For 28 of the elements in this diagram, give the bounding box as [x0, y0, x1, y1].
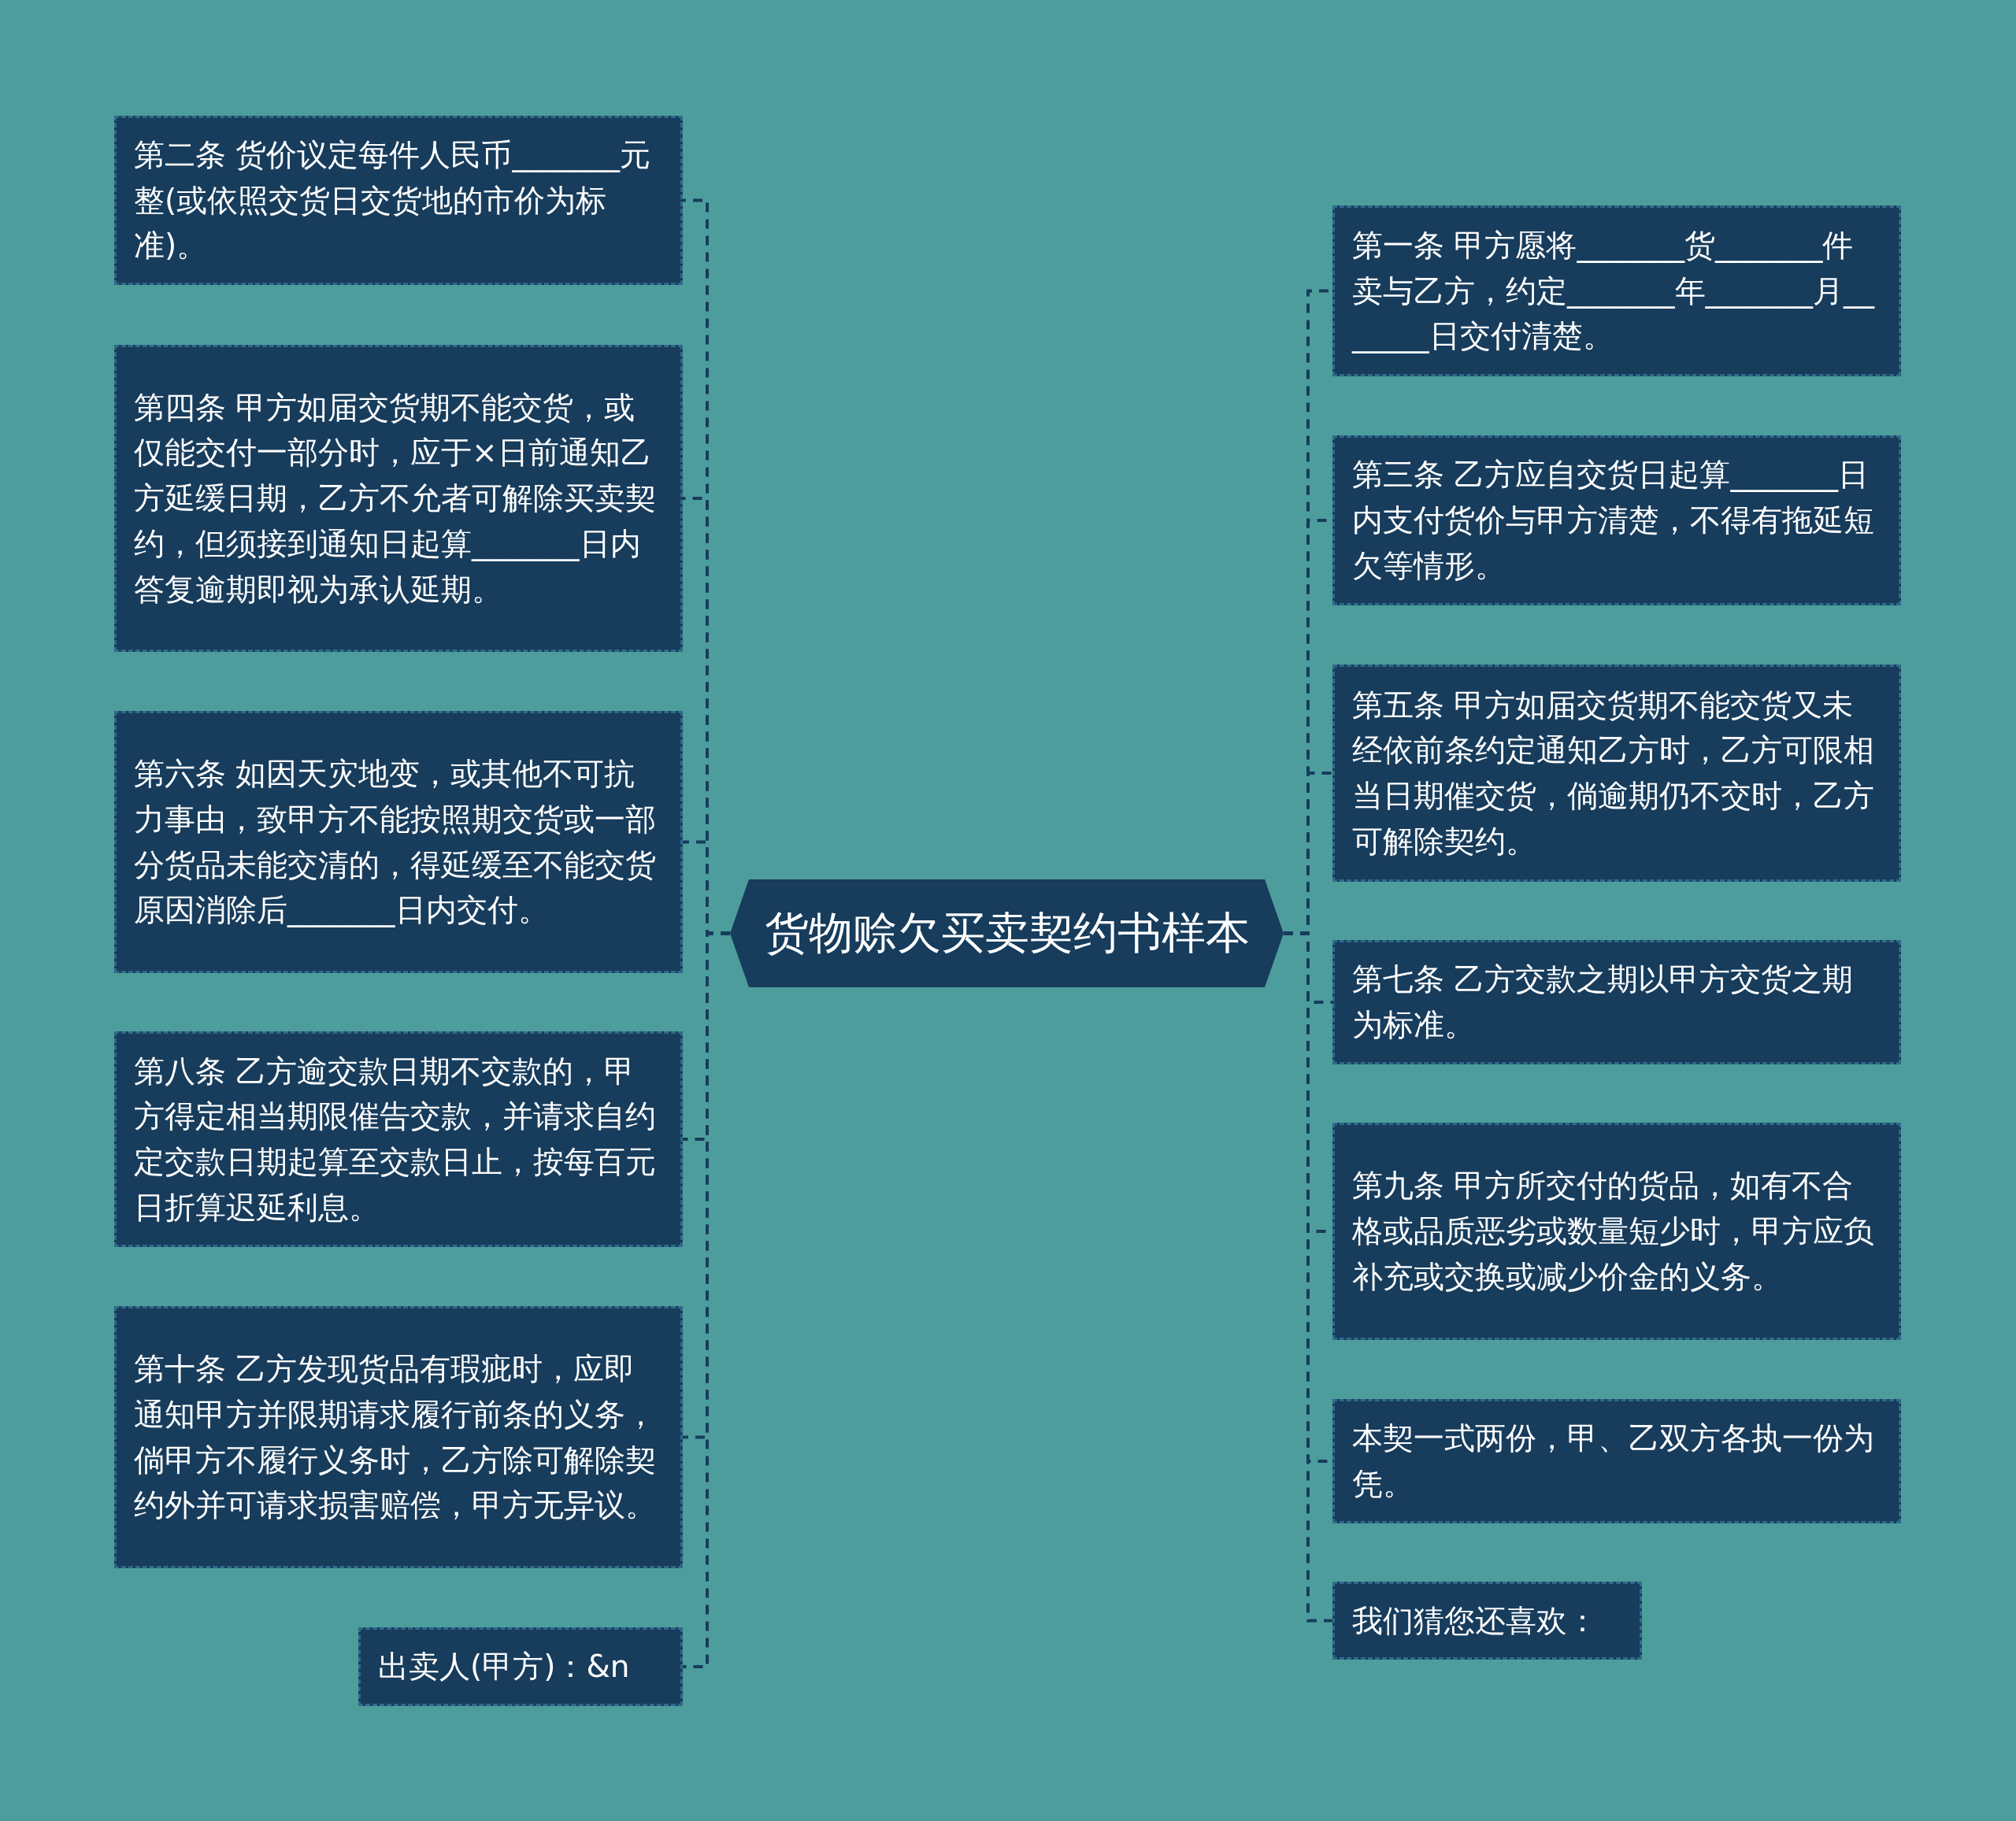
card-text: 第十条 乙方发现货品有瑕疵时，应即通知甲方并限期请求履行前条的义务，倘甲方不履行义务时，乙方除可解除契约外并可请求损害赔偿，甲方无异议。: [134, 1350, 657, 1525]
text-card: [1332, 1399, 1901, 1523]
card-text: 第二条 货价议定每件人民币_______元整(或依照交货日交货地的市价为标准)。: [134, 135, 651, 265]
text-card: [1332, 664, 1901, 882]
text-card: [1332, 1582, 1642, 1660]
text-card: [114, 1031, 683, 1247]
text-card: [358, 1627, 683, 1706]
card-text: 第一条 甲方愿将_______货_______件卖与乙方，约定_______年_______月_______日交付清楚。: [1352, 226, 1875, 356]
card-text: 第八条 乙方逾交款日期不交款的，甲方得定相当期限催告交款，并请求自约定交款日期起算至交款日止，按每百元日折算迟延利息。: [134, 1052, 657, 1227]
card-text: 第五条 甲方如届交货期不能交货又未经依前条约定通知乙方时，乙方可限相当日期催交货，倘逾期仍不交时，乙方可解除契约。: [1352, 686, 1875, 861]
card-text: 第四条 甲方如届交货期不能交货，或仅能交付一部分时，应于×日前通知乙方延缓日期，乙方不允者可解除买卖契约，但须接到通知日起算_______日内答复逾期即视为承认延期。: [134, 388, 657, 609]
text-card: [114, 116, 683, 285]
card-text: 第七条 乙方交款之期以甲方交货之期为标准。: [1352, 960, 1855, 1044]
text-card: [114, 1306, 683, 1568]
text-card: [114, 345, 683, 652]
topic-hexagon: [730, 879, 1284, 987]
card-text: 本契一式两份，甲、乙双方各执一份为凭。: [1352, 1419, 1875, 1503]
card-text: 第九条 甲方所交付的货品，如有不合格或品质恶劣或数量短少时，甲方应负补充或交换或减少价金的义务。: [1352, 1167, 1875, 1296]
card-text: 第六条 如因天灾地变，或其他不可抗力事由，致甲方不能按照期交货或一部分货品未能交清的，得延缓至不能交货原因消除后_______日内交付。: [134, 755, 657, 930]
text-card: [114, 711, 683, 973]
topic-title: 货物赊欠买卖契约书样本: [764, 905, 1250, 960]
card-text: 出卖人(甲方)：&n: [378, 1648, 630, 1686]
text-card: [1332, 1123, 1901, 1340]
card-text: 我们猜您还喜欢：: [1352, 1601, 1598, 1640]
text-card: [1332, 940, 1901, 1064]
card-text: 第三条 乙方应自交货日起算_______日内支付货价与甲方清楚，不得有拖延短欠等情形。: [1352, 456, 1875, 585]
text-card: [1332, 435, 1901, 605]
text-card: [1332, 205, 1901, 376]
